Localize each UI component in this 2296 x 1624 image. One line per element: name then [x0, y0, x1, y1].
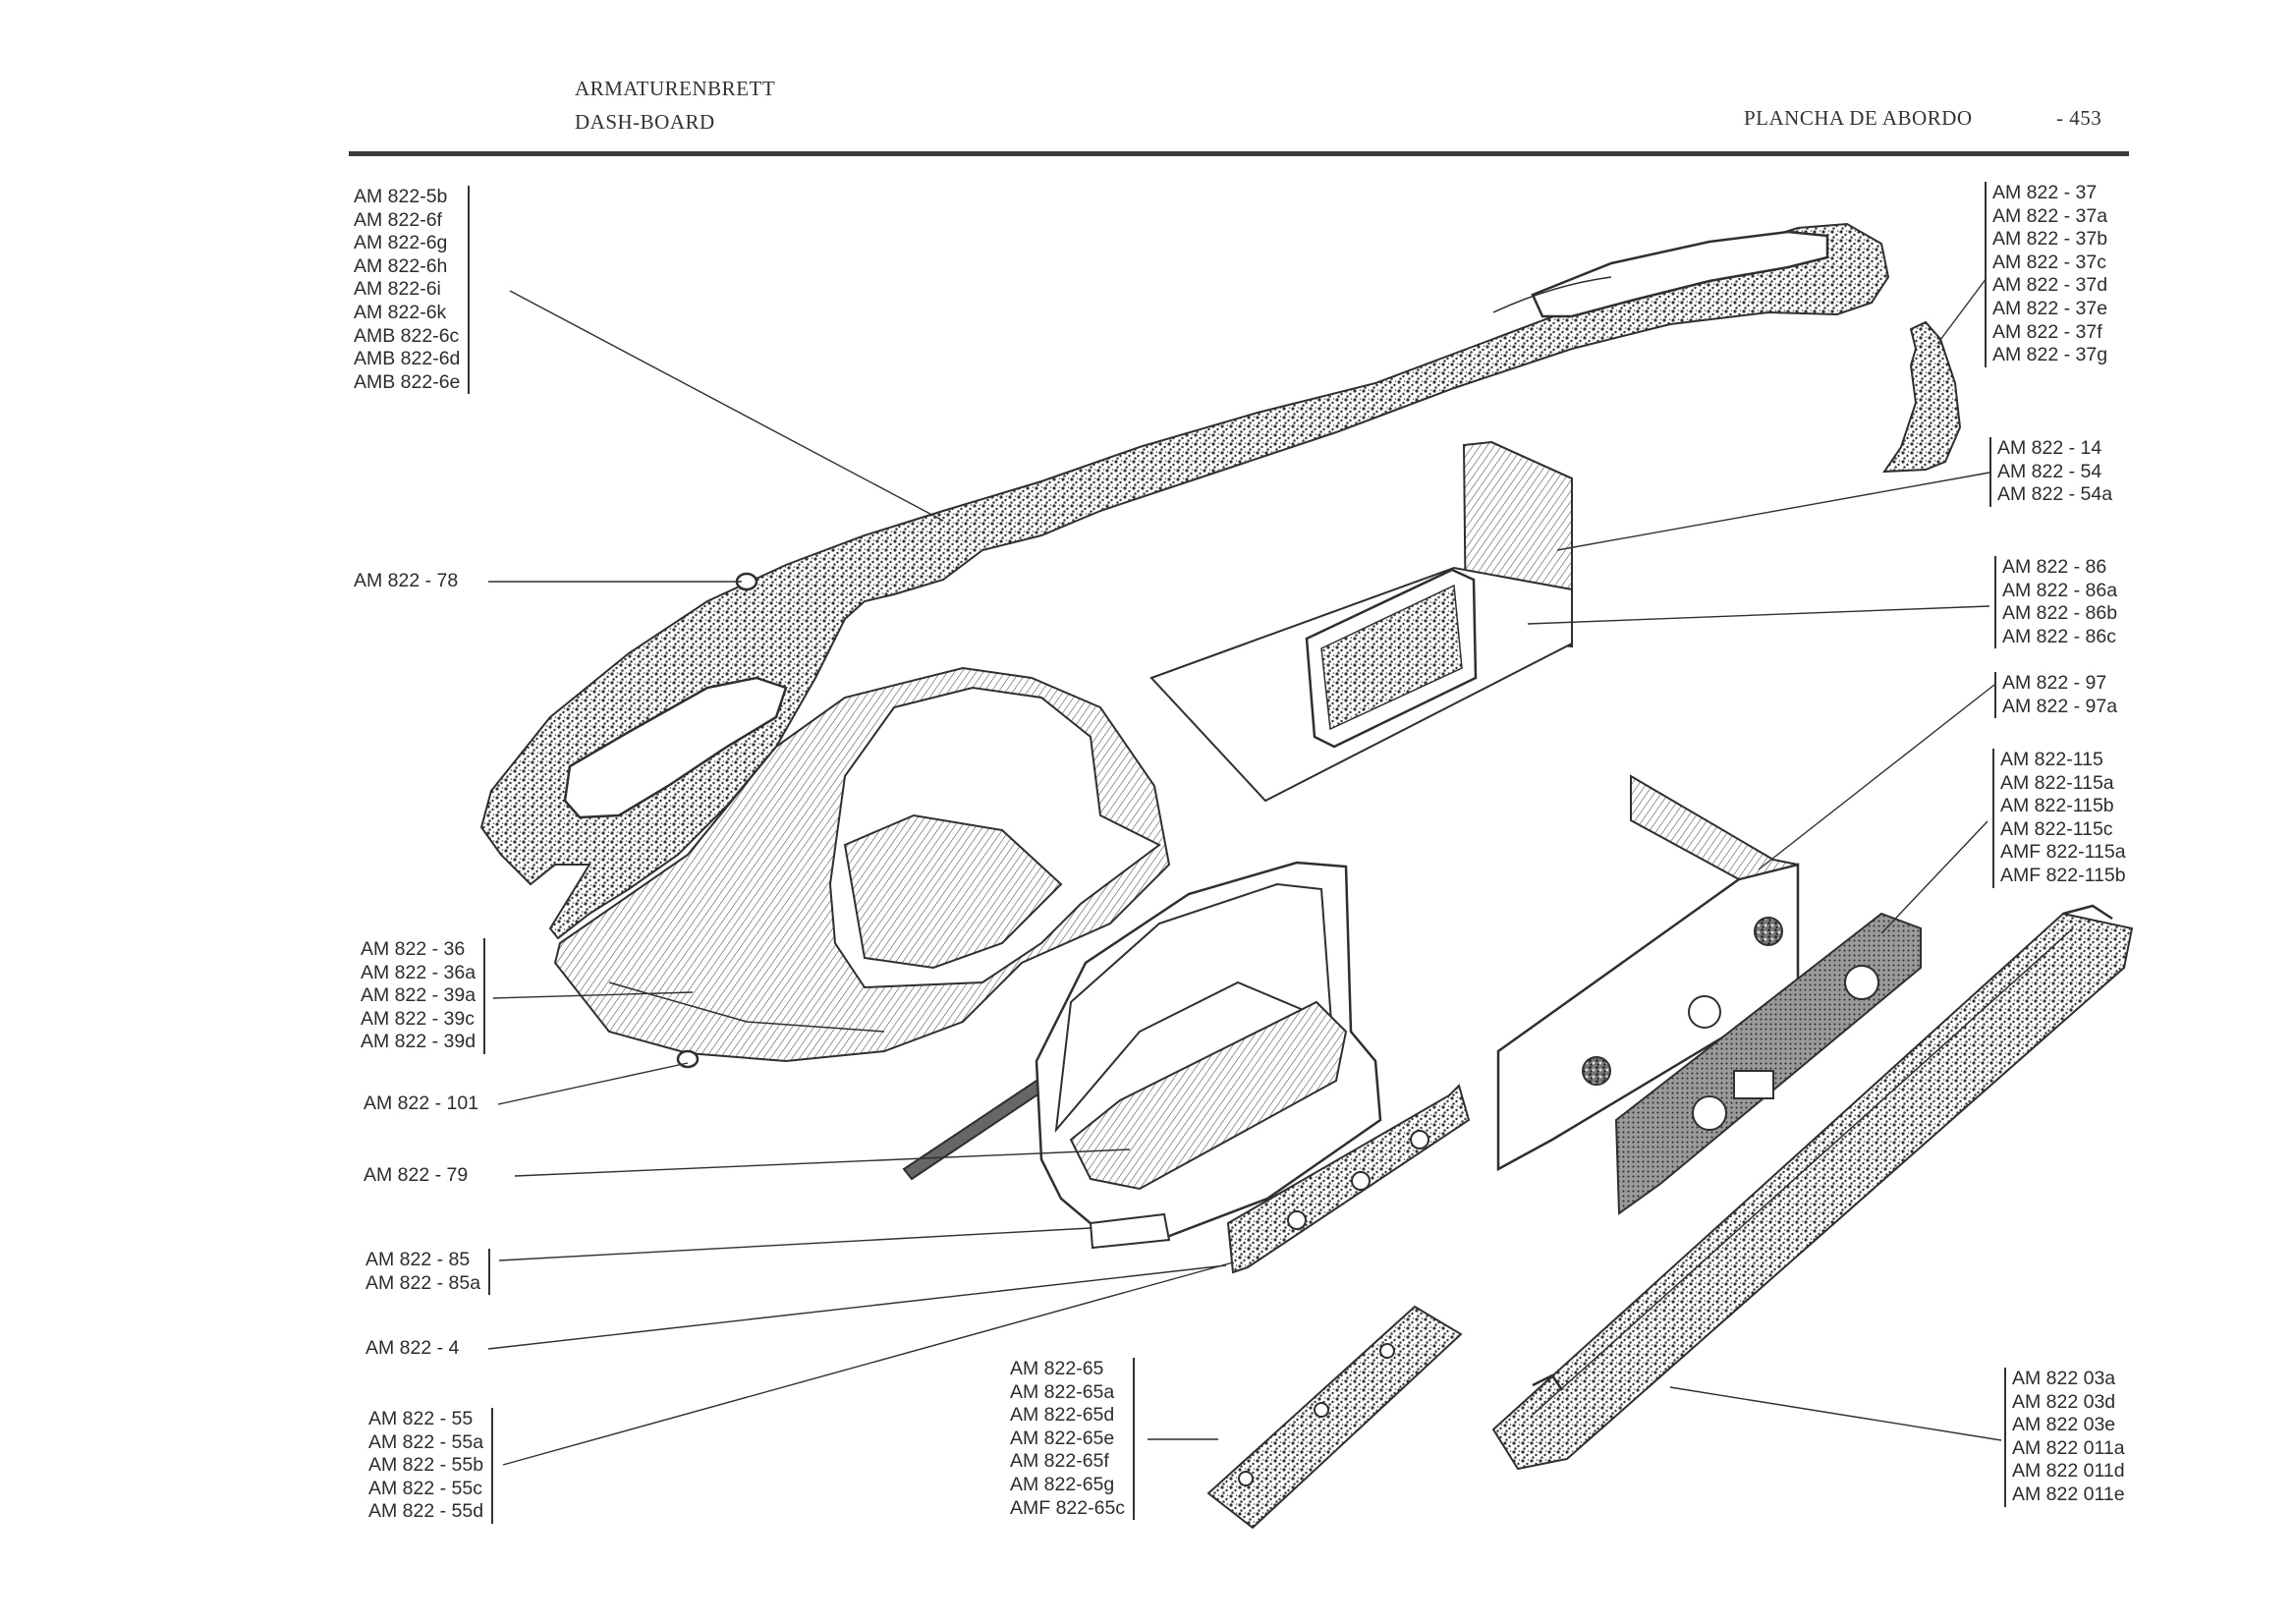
- callout-group-glovebox: AM 822 - 14 AM 822 - 54 AM 822 - 54a: [1989, 437, 2112, 507]
- console-shell: [553, 666, 1171, 1063]
- part-number: AM 822 03a: [2012, 1368, 2116, 1389]
- callout-group-console: AM 822 - 36 AM 822 - 36a AM 822 - 39a AM…: [361, 938, 486, 1054]
- callout-group-crash-rail: AM 822 03a AM 822 03d AM 822 03e AM 822 …: [2004, 1368, 2125, 1507]
- title-english: DASH-BOARD: [575, 110, 715, 134]
- part-number: AM 822 011e: [2012, 1483, 2125, 1505]
- facia-panel: [1614, 912, 1922, 1215]
- grommet-101: [676, 1049, 700, 1069]
- part-number: AM 822 - 55: [368, 1408, 474, 1429]
- part-number: AM 822 - 37a: [1992, 204, 2108, 227]
- part-number: AM 822 - 86c: [2002, 625, 2116, 647]
- callout-group-trim-strip: AM 822-65 AM 822-65a AM 822-65d AM 822-6…: [1010, 1358, 1136, 1521]
- part-number: AM 822 - 37g: [1992, 344, 2108, 366]
- callout-group-grommet: AM 822 - 101: [364, 1092, 478, 1116]
- part-number: AM 822 - 4: [365, 1337, 460, 1359]
- part-number: AM 822 - 39a: [361, 984, 476, 1007]
- part-number: AMF 822-115a: [2000, 841, 2126, 864]
- callout-group-frame: AM 822 - 85 AM 822 - 85a: [365, 1249, 491, 1296]
- part-number: AM 822 - 39d: [361, 1031, 476, 1053]
- part-number: AM 822 - 37f: [1992, 320, 2102, 343]
- end-bracket-37: [1882, 320, 1962, 474]
- instrument-frame: [1035, 861, 1382, 1250]
- part-number: AM 822-65d: [1010, 1404, 1115, 1427]
- part-number: AM 822 - 37c: [1992, 251, 2106, 273]
- part-number: AM 822 - 54: [1997, 460, 2102, 482]
- dashboard-top-rail: [479, 222, 1890, 940]
- part-number: AM 822-6h: [354, 254, 448, 277]
- title-spanish: PLANCHA DE ABORDO: [1744, 106, 1973, 130]
- part-number: AM 822-65g: [1010, 1473, 1115, 1495]
- part-number: AM 822 - 86b: [2002, 602, 2118, 625]
- part-number: AM 822 - 55a: [368, 1430, 484, 1453]
- part-number: AM 822 - 37b: [1992, 228, 2108, 251]
- part-number: AM 822 - 97: [2002, 672, 2107, 694]
- part-number: AM 822 - 86: [2002, 556, 2107, 578]
- part-number: AM 822 - 101: [364, 1092, 479, 1114]
- part-number: AM 822-115a: [2000, 771, 2114, 794]
- part-number: AM 822 - 36: [361, 938, 466, 960]
- part-number: AM 822 - 79: [364, 1164, 469, 1186]
- part-number: AM 822 - 86a: [2002, 579, 2118, 601]
- part-number: AMB 822-6c: [354, 324, 460, 347]
- part-number: AM 822-6k: [354, 301, 447, 323]
- callout-group-end-bracket: AM 822 - 37 AM 822 - 37a AM 822 - 37b AM…: [1985, 182, 2107, 367]
- callout-group-facia-115: AM 822-115 AM 822-115a AM 822-115b AM 82…: [1992, 749, 2126, 888]
- title-german: ARMATURENBRETT: [575, 77, 776, 100]
- leader-lines: [487, 277, 2002, 1466]
- part-number: AM 822 - 37d: [1992, 274, 2108, 297]
- part-number: AM 822 - 54a: [1997, 483, 2113, 506]
- part-number: AM 822-6g: [354, 232, 448, 254]
- part-number: AM 822 - 55c: [368, 1477, 482, 1499]
- callout-group-plate-55: AM 822 - 55 AM 822 - 55a AM 822 - 55b AM…: [368, 1408, 494, 1524]
- glovebox-housing: [1149, 440, 1573, 803]
- part-number: AM 822-115: [2000, 749, 2103, 770]
- part-number: AM 822-6f: [354, 208, 442, 231]
- part-number: AM 822-115c: [2000, 817, 2113, 840]
- part-number: AM 822-5b: [354, 186, 448, 207]
- callout-group-glovebox-86: AM 822 - 86 AM 822 - 86a AM 822 - 86b AM…: [1994, 556, 2118, 649]
- part-number: AM 822 - 37: [1992, 182, 2098, 203]
- part-number: AM 822-115b: [2000, 795, 2114, 817]
- part-number: AM 822 - 78: [354, 570, 459, 591]
- callout-group-plate: AM 822 - 4: [365, 1337, 459, 1361]
- header-rule: [349, 151, 2129, 156]
- part-number: AM 822 - 85: [365, 1249, 471, 1270]
- part-number: AM 822 - 36a: [361, 961, 476, 983]
- part-number: AM 822 011a: [2012, 1436, 2125, 1459]
- part-number: AM 822 03e: [2012, 1414, 2116, 1436]
- lower-crash-rail: [1491, 904, 2134, 1471]
- switch-plate: [1226, 1084, 1471, 1274]
- part-number: AM 822-65f: [1010, 1450, 1109, 1473]
- part-number: AM 822 - 55d: [368, 1500, 484, 1523]
- callout-group-rod: AM 822 - 79: [364, 1164, 468, 1188]
- callout-group-top-rail: AM 822-5b AM 822-6f AM 822-6g AM 822-6h …: [354, 186, 471, 395]
- part-number: AM 822-6i: [354, 278, 441, 301]
- part-number: AM 822 011d: [2012, 1460, 2125, 1483]
- part-number: AMB 822-6e: [354, 370, 461, 393]
- part-number: AM 822-65: [1010, 1358, 1104, 1379]
- part-number: AM 822 - 37e: [1992, 297, 2108, 319]
- callout-group-bracket-97: AM 822 - 97 AM 822 - 97a: [1994, 672, 2118, 719]
- part-number: AM 822 - 85a: [365, 1271, 481, 1294]
- page-number: - 453: [2056, 106, 2102, 130]
- part-number: AMF 822-115b: [2000, 864, 2126, 886]
- part-number: AM 822 - 97a: [2002, 695, 2118, 717]
- part-number: AM 822-65a: [1010, 1380, 1115, 1403]
- part-number: AM 822 03d: [2012, 1390, 2116, 1413]
- callout-group-clip: AM 822 - 78: [354, 570, 458, 593]
- part-number: AMB 822-6d: [354, 348, 461, 370]
- part-number: AM 822-65e: [1010, 1427, 1115, 1449]
- lower-trim-strip: [1206, 1305, 1463, 1530]
- part-number: AM 822 - 39c: [361, 1007, 475, 1030]
- part-number: AMF 822-65c: [1010, 1496, 1126, 1519]
- part-number: AM 822 - 55b: [368, 1454, 484, 1477]
- part-number: AM 822 - 14: [1997, 437, 2102, 459]
